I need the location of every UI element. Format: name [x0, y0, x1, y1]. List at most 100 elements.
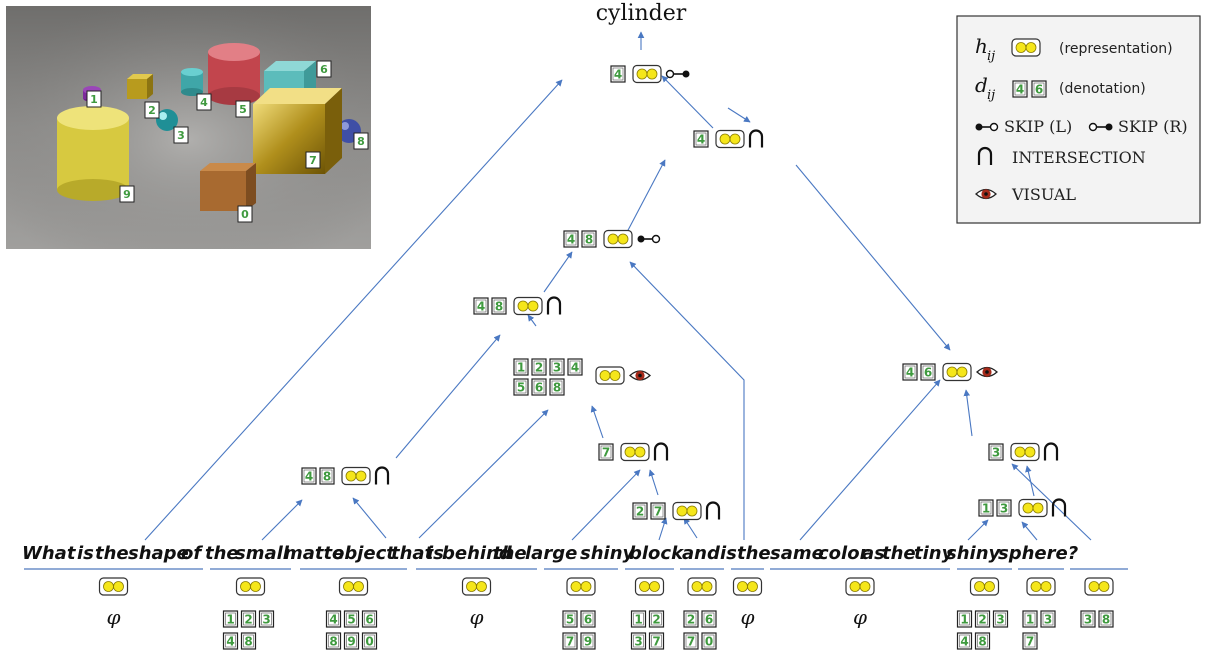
tree-arrow	[543, 251, 573, 293]
denotation-box: 2	[632, 502, 648, 520]
legend-denotation-text: (denotation)	[1059, 81, 1146, 97]
representation-icon	[461, 577, 492, 596]
denotation-box: 6	[920, 363, 936, 381]
question-word: small	[235, 543, 290, 564]
tree-arrow	[683, 517, 698, 539]
empty-denotation-phi: φ	[469, 605, 483, 629]
question-word: tiny	[914, 543, 955, 564]
denotation-value: 1	[982, 502, 990, 516]
representation-icon	[845, 577, 875, 596]
tree-arrow	[395, 334, 501, 459]
denotation-box: 4	[222, 632, 239, 650]
denotation-box: 1	[222, 610, 239, 628]
denotation-value: 7	[652, 635, 660, 649]
question-word: is	[77, 543, 94, 564]
denotation-box: 5	[343, 610, 360, 628]
representation-icon	[715, 129, 745, 149]
denotation-value: 8	[978, 635, 986, 649]
denotation-box: 3	[630, 632, 647, 650]
question-word: block	[629, 543, 684, 564]
denotation-box: 3	[988, 443, 1004, 461]
denotation-value: 1	[960, 613, 968, 627]
denotation-value: 4	[571, 361, 579, 375]
intersection-icon	[977, 146, 993, 165]
denotation-value: 4	[305, 470, 313, 484]
question-word: as	[862, 543, 885, 564]
root-label: cylinder	[596, 1, 687, 26]
scene-object-label: 9	[119, 185, 135, 203]
tree-arrow	[1011, 463, 1092, 541]
empty-denotation-phi: φ	[853, 605, 867, 629]
empty-denotation-phi: φ	[106, 605, 120, 629]
denotation-value: 4	[1016, 83, 1024, 97]
tree-arrow	[963, 389, 973, 437]
scene-object-number: 6	[320, 63, 328, 76]
denotation-value: 1	[1026, 613, 1034, 627]
denotation-box: 2	[648, 610, 665, 628]
legend-visual-text: VISUAL	[1011, 185, 1076, 204]
denotation-box: 8	[325, 632, 342, 650]
legend-representation-text: (representation)	[1059, 41, 1173, 57]
denotation-value: 5	[517, 381, 525, 395]
representation-icon	[620, 442, 650, 462]
tree-arrow	[418, 409, 549, 539]
intersection-icon	[374, 466, 390, 485]
question-word: is	[720, 543, 737, 564]
denotation-value: 8	[1102, 613, 1110, 627]
tree-arrow	[527, 314, 537, 327]
intersection-icon	[705, 501, 721, 520]
denotation-value: 7	[566, 635, 574, 649]
representation-icon	[1011, 38, 1041, 57]
denotation-value: 6	[365, 613, 373, 627]
representation-icon	[566, 577, 596, 596]
legend-skip-right-text: SKIP (R)	[1118, 117, 1188, 136]
scene-object-label: 1	[86, 90, 102, 108]
denotation-box: 6	[361, 610, 378, 628]
denotation-box: 5	[562, 610, 578, 628]
representation-icon	[98, 577, 129, 596]
denotation-box: 0	[361, 632, 378, 650]
tree-arrow	[571, 469, 641, 541]
scene-object-number: 2	[148, 104, 156, 117]
tree-node: 4	[610, 64, 690, 84]
scene-object-number: 4	[200, 96, 208, 109]
question-word: shape	[128, 543, 189, 564]
representation-icon	[969, 577, 1000, 596]
denotation-value: 4	[960, 635, 968, 649]
tree-arrow	[795, 164, 951, 351]
representation-icon	[513, 296, 543, 316]
question-word: is	[427, 543, 444, 564]
denotation-box: 4	[1012, 80, 1028, 98]
denotation-value: 2	[244, 613, 252, 627]
representation-icon	[942, 362, 972, 382]
tree-arrow	[144, 79, 563, 541]
denotation-box: 6	[701, 610, 717, 628]
denotation-box: 1	[630, 610, 647, 628]
tree-arrow	[648, 469, 659, 496]
legend-h-symbol: h	[975, 34, 988, 58]
intersection-icon	[546, 296, 562, 315]
tree-arrow	[261, 499, 303, 541]
tree-node: 4	[693, 129, 764, 149]
denotation-value: 5	[566, 613, 574, 627]
leaf-span: φ	[24, 568, 203, 629]
denotation-box: 4	[902, 363, 918, 381]
denotation-box: 8	[1098, 610, 1114, 628]
question-word: sphere?	[998, 543, 1078, 564]
representation-icon	[1010, 442, 1040, 462]
empty-denotation-phi: φ	[740, 605, 754, 629]
denotation-value: 4	[614, 68, 622, 82]
tree-arrow	[352, 497, 387, 539]
tree-arrow	[727, 107, 751, 123]
